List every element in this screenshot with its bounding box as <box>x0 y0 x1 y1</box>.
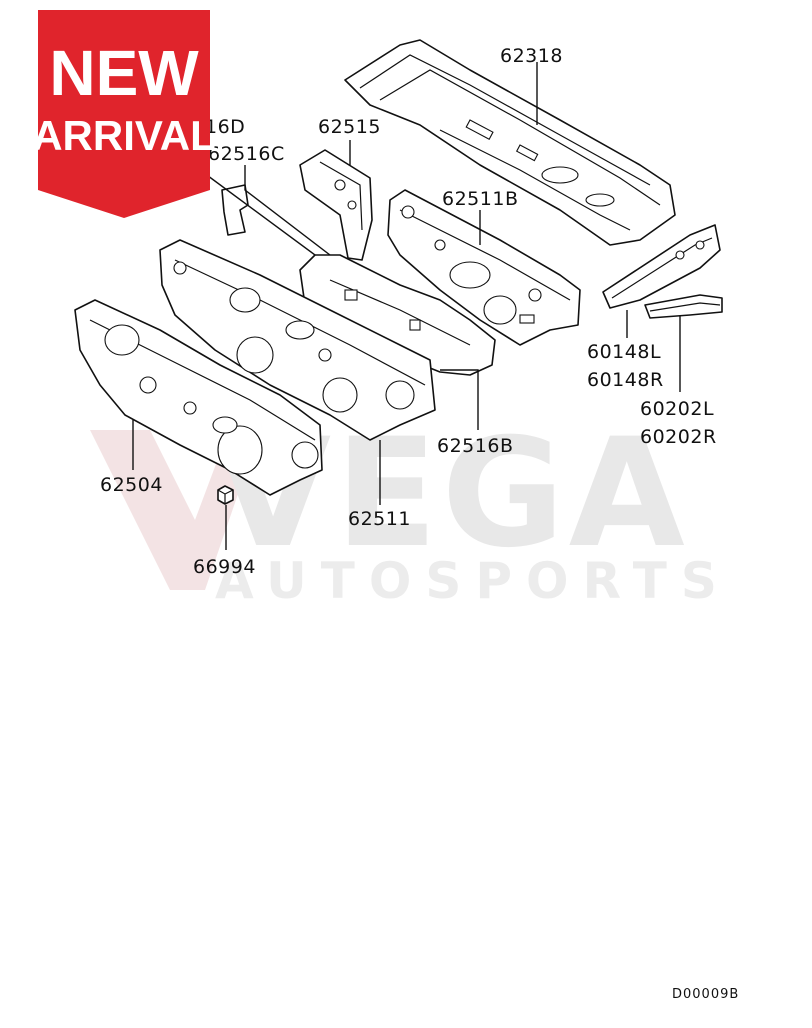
part-62511-panel <box>159 239 436 441</box>
badge-shape <box>38 10 210 218</box>
new-arrival-badge: NEW ARRIVAL <box>32 10 216 218</box>
label-62511: 62511 <box>348 508 411 530</box>
label-60148r: 60148R <box>587 369 664 391</box>
part-60202-bracket <box>644 294 723 319</box>
label-66994: 66994 <box>193 556 256 578</box>
label-62516d: 16D <box>205 116 245 138</box>
label-62318: 62318 <box>500 45 563 67</box>
badge-line1: NEW <box>49 37 199 109</box>
watermark: VEGA AUTOSPORTS <box>90 407 731 610</box>
badge-line2: ARRIVAL <box>32 112 216 159</box>
part-62516d-pad <box>221 184 249 236</box>
label-62511b: 62511B <box>442 188 518 210</box>
part-62318-cowl <box>344 39 676 246</box>
part-labels: 62318 62515 16D 62516C 62511B 60148L 601… <box>100 45 717 578</box>
leader-lines <box>132 62 681 550</box>
label-60148l: 60148L <box>587 341 661 363</box>
label-62516c: 62516C <box>208 143 285 165</box>
part-66994-clip <box>217 485 234 505</box>
part-62511b-panel <box>387 189 581 346</box>
diagram-code: D00009B <box>672 987 739 1002</box>
part-60148-reinforcement <box>602 224 721 309</box>
part-62504-insulator <box>74 299 323 496</box>
label-60202l: 60202L <box>640 398 714 420</box>
part-62515-bracket <box>299 149 373 261</box>
watermark-tagline: AUTOSPORTS <box>215 552 731 610</box>
label-62504: 62504 <box>100 474 163 496</box>
label-62515: 62515 <box>318 116 381 138</box>
label-60202r: 60202R <box>640 426 717 448</box>
label-62516b: 62516B <box>437 435 513 457</box>
